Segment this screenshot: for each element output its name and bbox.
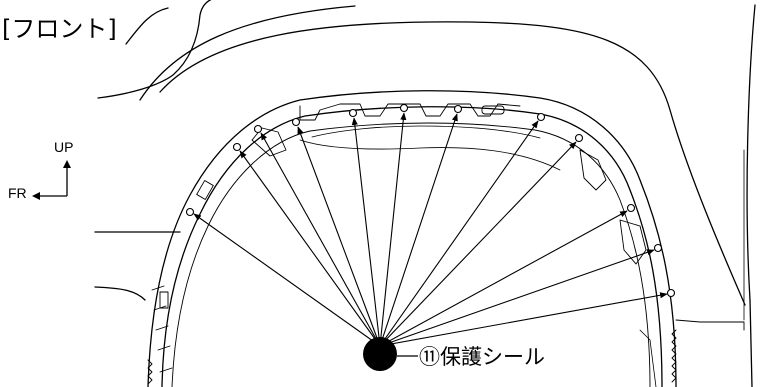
hole-9 xyxy=(574,133,584,143)
liner-slot xyxy=(481,105,505,115)
body-outline xyxy=(139,5,356,101)
body-line-upper-left xyxy=(97,0,212,99)
liner-notch-box-2 xyxy=(196,180,214,200)
arrow-4 xyxy=(297,126,381,347)
direction-fr-label: FR xyxy=(8,185,27,201)
protective-seal-label: ⑪保護シール xyxy=(419,345,545,369)
hole-7 xyxy=(453,104,463,114)
liner-inner-3 xyxy=(311,125,541,139)
direction-indicator xyxy=(32,160,71,200)
fr-arrowhead xyxy=(32,192,40,200)
hole-12 xyxy=(666,288,676,298)
liner-inner xyxy=(161,106,663,387)
arrow-1 xyxy=(193,213,381,347)
arrow-8 xyxy=(379,120,539,347)
arrow-2 xyxy=(239,150,381,347)
liner-wave-left xyxy=(147,359,153,385)
liner-outer xyxy=(147,90,677,387)
liner-right-bottom xyxy=(639,329,657,387)
leader-left-2 xyxy=(94,286,146,301)
arrow-9 xyxy=(379,141,577,347)
hole-11 xyxy=(653,243,663,253)
liner-inner-4 xyxy=(299,139,561,171)
arrow-10 xyxy=(379,210,628,347)
arrow-3 xyxy=(260,132,381,347)
arrow-11 xyxy=(379,249,655,347)
arrow-12 xyxy=(379,292,668,347)
liner-right-details xyxy=(619,219,647,265)
hole-1 xyxy=(185,207,195,217)
liner-right-step xyxy=(675,319,745,331)
protective-seal-marker xyxy=(363,337,397,371)
hole-4 xyxy=(291,117,301,127)
hole-10 xyxy=(626,203,636,213)
liner-tab-right xyxy=(579,149,607,191)
view-label: [フロント] xyxy=(2,15,117,43)
hole-8 xyxy=(536,112,546,122)
liner-wave-right xyxy=(671,329,677,383)
direction-up-label: UP xyxy=(54,139,74,155)
arrow-5 xyxy=(351,117,381,347)
hole-6 xyxy=(399,103,409,113)
liner-notches-left xyxy=(151,285,173,373)
arrow-7 xyxy=(379,113,458,347)
arrow-6 xyxy=(379,112,407,347)
hole-3 xyxy=(253,124,263,134)
hole-5 xyxy=(348,108,358,118)
body-outline-2 xyxy=(159,21,746,306)
body-edge-right xyxy=(746,4,756,387)
liner-inner-2 xyxy=(171,122,651,387)
hole-2 xyxy=(232,142,242,152)
up-arrowhead xyxy=(63,160,71,168)
liner-notch-box-1 xyxy=(159,291,169,309)
view-label-leader xyxy=(125,7,169,45)
